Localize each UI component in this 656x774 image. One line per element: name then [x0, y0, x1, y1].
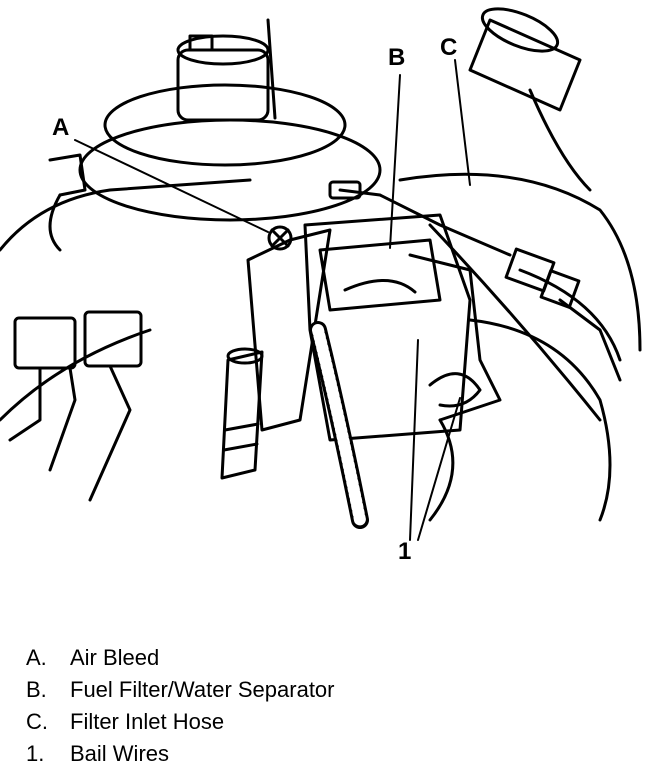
fuel-filter-top: [318, 238, 442, 312]
leader-line-1a: [409, 339, 419, 541]
leader-line-1b: [417, 397, 461, 541]
left-bracket: [48, 153, 87, 197]
legend-key: 1.: [26, 741, 45, 766]
sensor-top: [226, 347, 264, 365]
sensor-threads: [222, 422, 260, 452]
harness-tail: [558, 298, 622, 382]
engine-outline-left: [0, 178, 252, 252]
leader-line-a: [74, 139, 269, 233]
fuel-filter-recess: [343, 279, 417, 294]
inlet-hose-body: [528, 88, 592, 192]
dipstick: [266, 18, 277, 120]
cap-tab: [188, 34, 214, 52]
legend-item-c: C. Filter Inlet Hose: [26, 706, 646, 738]
callout-c: C: [440, 34, 458, 61]
air-intake-housing: [398, 172, 642, 352]
connector-wire-1: [8, 366, 42, 442]
bail-wire-path: [408, 253, 502, 422]
legend-text: Filter Inlet Hose: [70, 709, 225, 734]
connector-wire-2: [48, 366, 77, 472]
legend-key: B.: [26, 677, 47, 702]
legend: A. Air Bleed B. Fuel Filter/Water Separato…: [26, 642, 646, 770]
legend-item-1: 1. Bail Wires: [26, 738, 646, 770]
inlet-hose-opening: [480, 7, 560, 53]
callout-a: A: [52, 114, 70, 141]
hose-right: [518, 268, 622, 362]
leader-line-b: [389, 74, 401, 249]
air-bleed-screw-slot: [270, 228, 290, 248]
callout-b: B: [388, 44, 406, 71]
air-bleed-screw: [267, 225, 293, 251]
connector-left-2: [83, 310, 143, 368]
legend-key: A.: [26, 645, 47, 670]
connector-left-1: [13, 316, 77, 370]
callout-1: 1: [398, 538, 412, 565]
pulley-ring: [103, 83, 347, 167]
legend-text: Bail Wires: [70, 741, 170, 766]
bail-wire-loop: [428, 372, 482, 408]
legend-item-a: A. Air Bleed: [26, 642, 646, 674]
fuel-filter-line-drawing: [0, 7, 642, 541]
engine-bay-illustration: A B C 1: [0, 7, 642, 565]
legend-text: Fuel Filter/Water Separator: [70, 677, 335, 702]
legend-text: Air Bleed: [70, 645, 160, 670]
top-cylinder-cap: [176, 34, 270, 66]
intake-duct-curve: [468, 318, 612, 522]
harness-clip: [328, 180, 362, 200]
left-bracket-hose: [48, 193, 62, 252]
legend-item-b: B. Fuel Filter/Water Separator: [26, 674, 646, 706]
legend-key: C.: [26, 709, 48, 734]
leader-line-c: [454, 59, 471, 186]
inlet-hose-fitting: [468, 18, 582, 112]
corrugated-conduit-ribs: [312, 324, 366, 526]
harness-cable: [428, 223, 602, 422]
harness-connector-2: [539, 269, 581, 309]
sensor-body: [220, 350, 264, 480]
pulley-base: [78, 118, 382, 222]
connector-wire-3: [88, 364, 132, 502]
